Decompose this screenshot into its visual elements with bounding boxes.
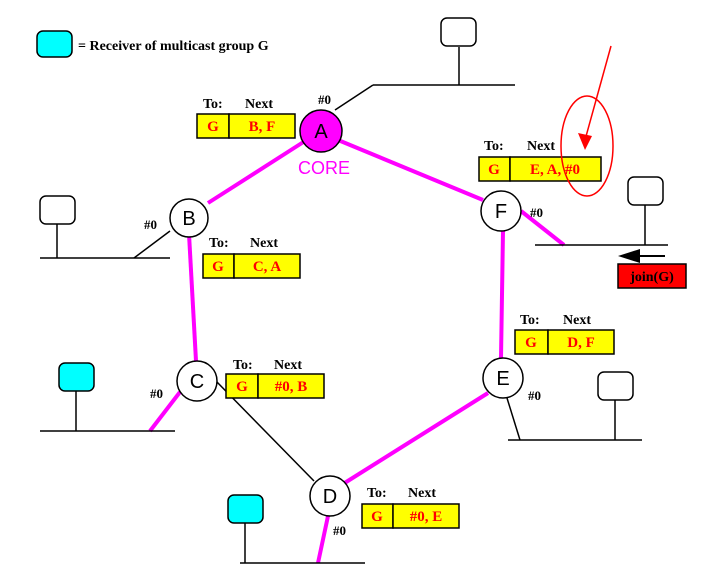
table-c-to-header: To: — [233, 358, 253, 373]
table-a-next: B, F — [249, 119, 276, 135]
link-a-b — [206, 139, 307, 205]
table-a: To: Next G B, F — [196, 97, 296, 139]
table-d: To: Next G #0, E — [361, 486, 460, 529]
link-b-c — [187, 233, 198, 362]
table-d-next: #0, E — [410, 509, 443, 525]
link-f-e — [499, 230, 505, 359]
router-f — [480, 190, 522, 232]
router-f-label: F — [495, 201, 507, 223]
link-f-lan — [519, 209, 566, 247]
router-d-label: D — [323, 486, 337, 508]
table-d-next-header: Next — [408, 486, 436, 501]
router-a — [299, 109, 343, 153]
table-d-group: G — [371, 509, 383, 525]
router-b-label: B — [182, 208, 195, 230]
table-b-group: G — [212, 259, 224, 275]
join-message-label: join(G) — [629, 270, 674, 285]
table-c-next-header: Next — [274, 358, 302, 373]
table-e-next: D, F — [567, 335, 595, 351]
receiver-lan-d — [227, 494, 264, 524]
core-label: CORE — [298, 158, 350, 178]
router-e — [482, 357, 524, 399]
table-f-group: G — [488, 162, 500, 178]
port-f: #0 — [530, 205, 543, 220]
table-c-group: G — [236, 379, 248, 395]
router-c — [176, 360, 218, 402]
legend-receiver-swatch — [36, 30, 73, 58]
table-f: To: Next G E, A, #0 — [478, 139, 602, 182]
receiver-lan-c — [58, 362, 95, 392]
host-lan-f — [627, 176, 664, 206]
table-b-next: C, A — [253, 259, 282, 275]
table-f-next: E, A, #0 — [530, 162, 580, 178]
table-f-to-header: To: — [484, 139, 504, 154]
table-e: To: Next G D, F — [514, 313, 615, 355]
host-lan-b — [39, 195, 76, 225]
table-a-group: G — [207, 119, 219, 135]
router-e-label: E — [496, 368, 509, 390]
table-c-next: #0, B — [275, 379, 308, 395]
link-b-lan — [133, 230, 171, 259]
host-lan-a — [440, 17, 477, 47]
router-d — [309, 475, 351, 517]
table-e-next-header: Next — [563, 313, 591, 328]
link-a-lan — [334, 84, 374, 111]
table-b: To: Next G C, A — [202, 236, 301, 279]
table-b-to-header: To: — [209, 236, 229, 251]
join-arrow-head — [618, 249, 640, 263]
highlight-arrow — [584, 45, 612, 141]
link-e-lan — [506, 397, 521, 441]
table-e-to-header: To: — [520, 313, 540, 328]
table-d-to-header: To: — [367, 486, 387, 501]
link-c-lan — [148, 390, 182, 433]
link-e-d — [341, 391, 490, 486]
table-b-next-header: Next — [250, 236, 278, 251]
port-c: #0 — [150, 386, 163, 401]
port-e: #0 — [528, 388, 541, 403]
legend-text: = Receiver of multicast group G — [78, 39, 269, 54]
host-lan-e — [597, 371, 634, 401]
router-c-label: C — [190, 371, 204, 393]
join-message-box — [617, 263, 687, 289]
table-c: To: Next G #0, B — [225, 358, 325, 399]
port-b: #0 — [144, 217, 157, 232]
table-e-group: G — [525, 335, 537, 351]
table-a-next-header: Next — [245, 97, 273, 112]
link-a-f — [337, 138, 484, 202]
port-a: #0 — [318, 92, 331, 107]
highlight-ellipse — [560, 95, 614, 197]
port-d: #0 — [333, 523, 346, 538]
link-d-lan — [316, 515, 330, 564]
table-f-next-header: Next — [527, 139, 555, 154]
router-a-label: A — [314, 121, 328, 143]
highlight-arrow-head — [578, 133, 592, 150]
router-b — [169, 198, 209, 238]
table-a-to-header: To: — [203, 97, 223, 112]
